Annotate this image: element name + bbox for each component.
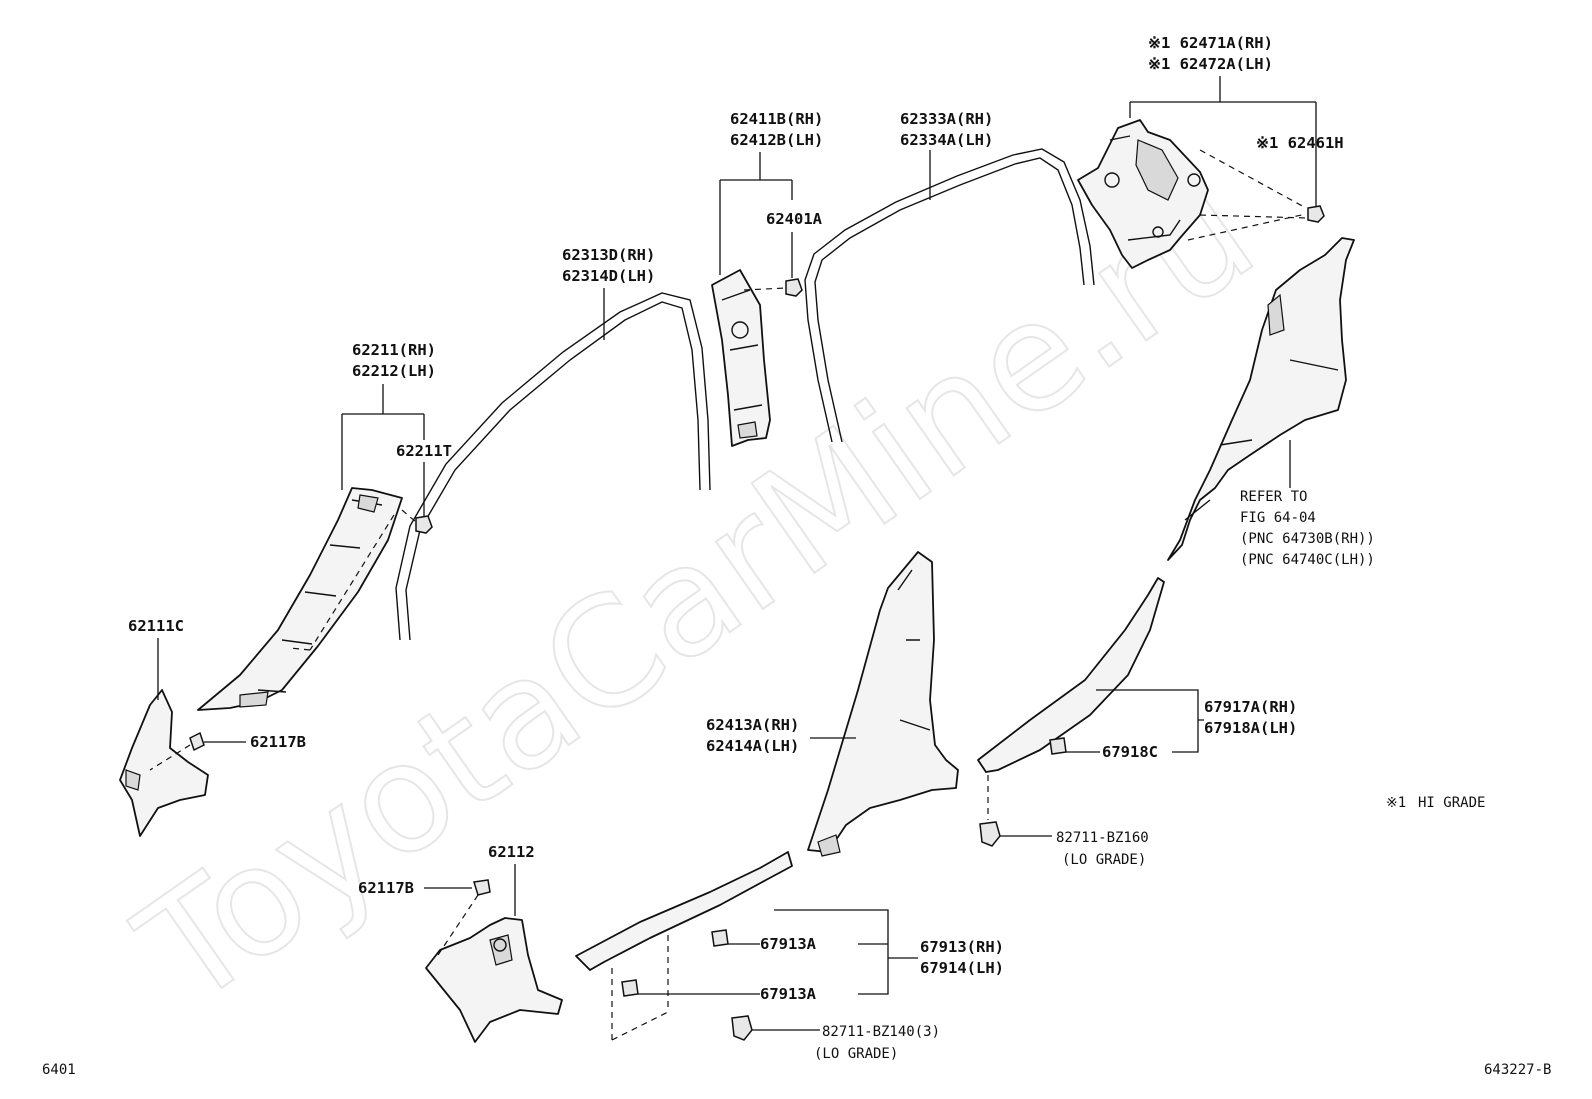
refer-line-4: (PNC 64740C(LH)) [1240,552,1375,568]
dash-62461h [1187,149,1309,241]
label-62334a: 62334A(LH) [900,131,993,149]
lead-67917a [1096,689,1204,753]
label-62211t: 62211T [396,442,452,460]
part-82711-bz140-clip[interactable] [731,1015,753,1041]
part-64730b-quarter-trim[interactable] [1167,237,1355,561]
part-67918c-clip[interactable] [1049,737,1067,755]
part-62411b-pillar-garnish[interactable] [711,269,771,447]
label-82711-bz140-note: (LO GRADE) [814,1046,898,1062]
part-67913a-clip-b[interactable] [621,979,639,997]
label-67918c: 67918C [1102,743,1158,761]
refer-line-1: REFER TO [1240,489,1307,505]
lead-62411b [719,152,793,275]
label-62471a: ※1 62471A(RH) [1148,34,1273,52]
part-62461h-clip[interactable] [1307,205,1325,223]
part-62117b-clip-a[interactable] [189,731,205,752]
label-62401a: 62401A [766,210,823,228]
grade-note-mark: ※1 [1386,795,1406,811]
part-67917a-scuff-plate-rear[interactable] [977,577,1165,773]
dash-62401a [743,287,787,291]
label-82711-bz140: 82711-BZ140(3) [822,1024,940,1040]
part-62211-front-pillar-garnish[interactable] [197,487,403,711]
dash-67913 [611,935,669,1041]
label-62211: 62211(RH) [352,341,436,359]
illustration-code: 643227-B [1484,1062,1551,1078]
label-62117b-a: 62117B [250,733,306,751]
refer-line-2: FIG 64-04 [1240,510,1316,526]
label-62313d: 62313D(RH) [562,246,655,264]
figure-number: 6401 [42,1062,76,1078]
dash-62117b-a [149,744,191,771]
part-62117b-clip-b[interactable] [473,879,491,896]
label-67913a-a: 67913A [760,935,817,953]
label-67917a: 67917A(RH) [1204,698,1297,716]
label-67914: 67914(LH) [920,959,1004,977]
part-62111c-cowl-side-trim[interactable] [119,689,209,837]
label-62112: 62112 [488,843,535,861]
part-67913a-clip-a[interactable] [711,929,729,947]
grade-note: ※1 HI GRADE [1386,795,1485,811]
refer-line-3: (PNC 64730B(RH)) [1240,531,1375,547]
label-62411b: 62411B(RH) [730,110,823,128]
label-62461h: ※1 62461H [1256,134,1344,152]
label-67918a: 67918A(LH) [1204,719,1297,737]
label-62472a: ※1 62472A(LH) [1148,55,1273,73]
part-67913-scuff-plate-front[interactable] [575,851,793,971]
part-62401a-clip[interactable] [785,278,803,297]
dash-62117b-b [437,894,479,956]
part-62471a-quarter-trim-upper[interactable] [1077,119,1209,269]
label-62414a: 62414A(LH) [706,737,799,755]
grade-note-text: HI GRADE [1418,795,1485,811]
label-62212: 62212(LH) [352,362,436,380]
label-82711-bz160-note: (LO GRADE) [1062,852,1146,868]
part-62211t-clip[interactable] [415,515,433,534]
label-62111c: 62111C [128,617,184,635]
part-82711-bz160-clip[interactable] [979,821,1001,847]
label-67913: 67913(RH) [920,938,1004,956]
lead-67913 [774,909,918,995]
label-62314d: 62314D(LH) [562,267,655,285]
dash-62211t [289,509,417,651]
part-62413a-pillar-lower-garnish[interactable] [807,551,959,857]
lead-62211 [341,384,425,490]
label-group-62471a: ※1 62471A(RH) ※1 62472A(LH) [1129,34,1317,208]
part-62313d-weatherstrip[interactable] [395,292,711,641]
label-67913a-b: 67913A [760,985,817,1003]
label-62412b: 62412B(LH) [730,131,823,149]
label-82711-bz160: 82711-BZ160 [1056,830,1149,846]
label-62333a: 62333A(RH) [900,110,993,128]
refer-note: REFER TO FIG 64-04 (PNC 64730B(RH)) (PNC… [1240,440,1375,568]
label-62413a: 62413A(RH) [706,716,799,734]
label-62117b-b: 62117B [358,879,414,897]
part-62112-cowl-side-lower[interactable] [425,917,563,1043]
